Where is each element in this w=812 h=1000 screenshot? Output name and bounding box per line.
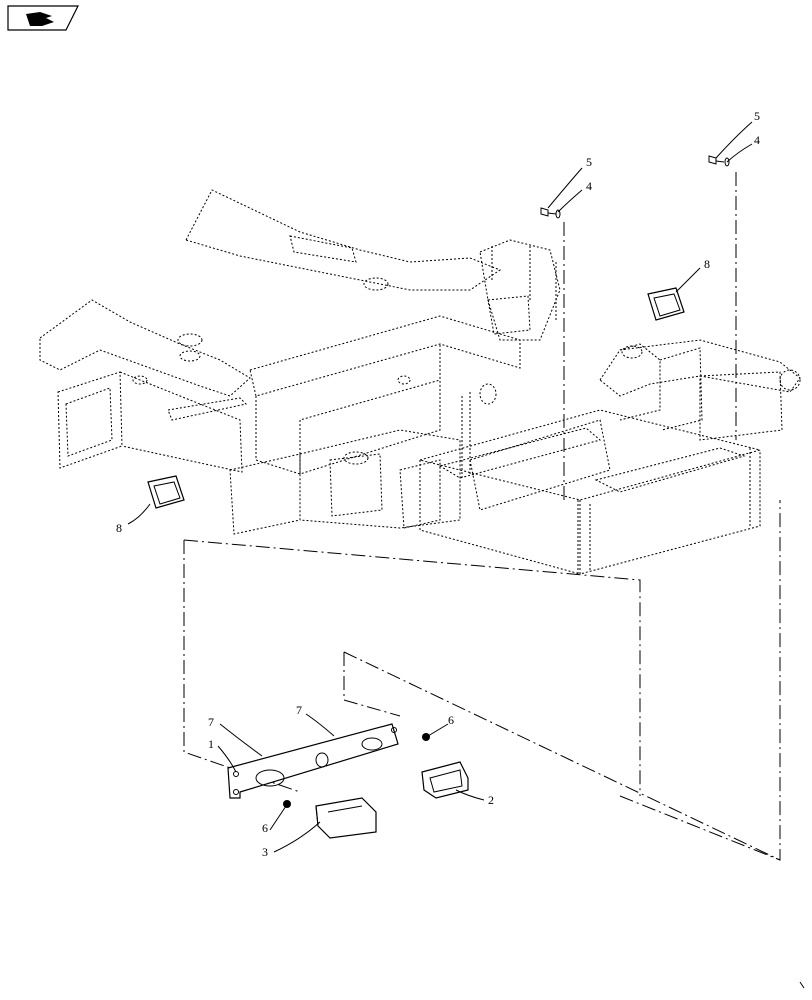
nut-part-6b: [283, 800, 291, 808]
callout-8-left: 8: [116, 521, 122, 535]
callout-4b: 4: [754, 133, 760, 147]
bolt-part-5a: [540, 207, 557, 217]
callout-labels: 8 8 5 4 5 4 7 7 1 6 6 3 2: [116, 109, 760, 859]
corner-mark: [799, 981, 805, 989]
nut-part-6a: [422, 733, 430, 741]
callout-5a: 5: [586, 155, 592, 169]
callout-3: 3: [262, 845, 268, 859]
washer-part-4a: [555, 209, 561, 219]
callout-2: 2: [488, 793, 494, 807]
callout-4a: 4: [586, 179, 592, 193]
lamp-part-3: [315, 797, 377, 839]
next-page-icon: [26, 12, 54, 26]
leader-lines: [127, 121, 753, 853]
callout-6b: 6: [262, 821, 268, 835]
callout-7b: 7: [296, 703, 302, 717]
mounting-bracket-part-1: [227, 723, 399, 799]
callout-8-right: 8: [704, 257, 710, 271]
next-page-button[interactable]: [7, 5, 79, 31]
bolt-part-5b: [708, 155, 725, 165]
callout-6a: 6: [448, 713, 454, 727]
callout-5b: 5: [754, 109, 760, 123]
chassis-frame: [39, 189, 801, 575]
lamp-part-2: [421, 761, 469, 799]
callout-7a: 7: [208, 715, 214, 729]
grommet-part-8-left: [147, 475, 185, 509]
callout-1: 1: [208, 737, 214, 751]
grommet-part-8-right: [647, 287, 685, 321]
washer-part-4b: [724, 157, 730, 167]
